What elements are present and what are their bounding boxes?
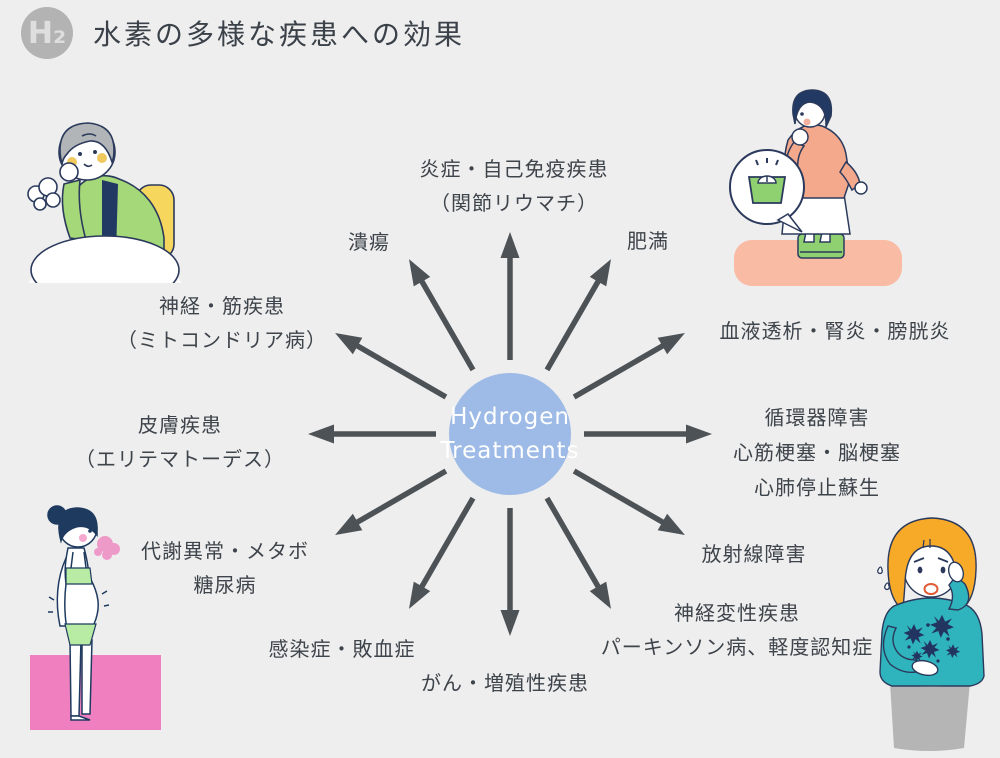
label-hemodialysis-nephritis-cystitis: 血液透析・腎炎・膀胱炎 <box>719 319 951 343</box>
woman-figure <box>47 505 110 721</box>
label-obesity: 肥満 <box>627 229 669 253</box>
arrow-obesity <box>544 259 611 372</box>
illustration-tired-elderly-person <box>27 122 182 283</box>
woman-figure <box>877 517 985 751</box>
elderly-person <box>28 122 182 283</box>
label-neuromuscular: 神経・筋疾患 （ミトコンドリア病） <box>117 294 327 352</box>
label-inflammation-autoimmune: 炎症・自己免疫疾患 （関節リウマチ） <box>419 157 609 215</box>
arrow-radiation-injury <box>572 468 685 535</box>
arrow-infection-sepsis <box>409 496 476 609</box>
arrow-neuromuscular <box>335 333 448 400</box>
sigh-puff <box>94 536 120 560</box>
sigh-cloud <box>27 177 61 211</box>
pink-mat <box>30 655 161 730</box>
arrow-metabolic-syndrome-diabetes <box>335 468 448 535</box>
arrow-inflammation-autoimmune <box>500 232 520 360</box>
illustration-worried-woman <box>877 517 985 751</box>
label-neurodegenerative: 神経変性疾患 パーキンソン病、軽度認知症 <box>600 601 874 659</box>
h2-badge-icon: H₂ <box>21 7 73 59</box>
arrow-circulatory-disorders <box>584 424 712 444</box>
illustration-woman-on-scale <box>729 89 902 286</box>
arrow-cancer-proliferative <box>500 508 520 636</box>
arrow-hemodialysis-nephritis-cystitis <box>572 333 685 400</box>
page-title: 水素の多様な疾患への効果 <box>93 18 466 51</box>
gray-skirt <box>890 682 970 751</box>
label-circulatory-disorders: 循環器障害 心筋梗塞・脳梗塞 心肺停止蘇生 <box>733 405 901 500</box>
header: H₂ 水素の多様な疾患への効果 <box>21 7 465 59</box>
scale-icon <box>747 175 787 204</box>
arrow-neurodegenerative <box>544 496 611 609</box>
label-metabolic-syndrome-diabetes: 代謝異常・メタボ 糖尿病 <box>141 539 309 597</box>
speech-bubble <box>729 149 805 233</box>
rug <box>734 240 902 286</box>
label-infection-sepsis: 感染症・敗血症 <box>268 637 416 661</box>
arrow-skin-diseases <box>308 424 436 444</box>
label-ulcer: 潰瘍 <box>348 230 390 254</box>
illustration-woman-checking-belly <box>30 505 161 730</box>
center-node-line2: Treatments <box>440 438 580 464</box>
h2-badge-label: H₂ <box>27 15 67 51</box>
rash-germ-icons <box>903 614 961 663</box>
center-node: Hydrogen Treatments <box>441 373 579 495</box>
label-radiation-injury: 放射線障害 <box>701 542 807 566</box>
center-node-line1: Hydrogen <box>450 404 570 430</box>
sweat-drops <box>877 566 890 591</box>
arrow-ulcer <box>409 259 476 372</box>
label-skin-diseases: 皮膚疾患 （エリテマトーデス） <box>75 413 285 471</box>
label-cancer-proliferative: がん・増殖性疾患 <box>421 671 589 695</box>
